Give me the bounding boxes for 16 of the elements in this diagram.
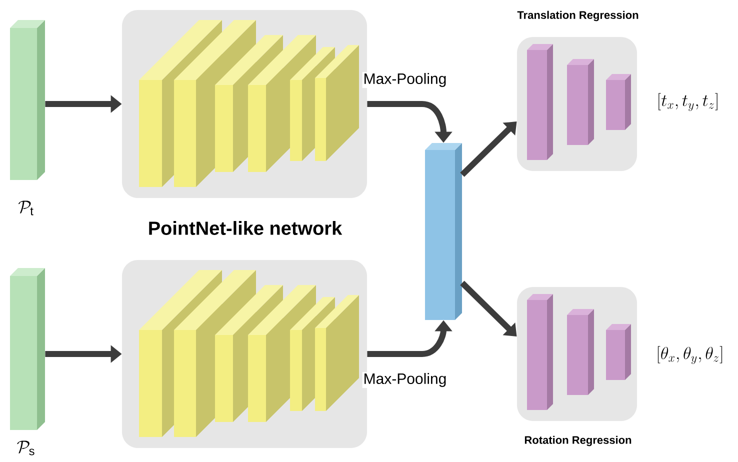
formula-label: $\mathcal{P}_{\mathrm{s}}$ xyxy=(17,440,34,456)
edge-label: Max-Pooling xyxy=(362,72,448,88)
bar-drawing xyxy=(10,20,45,180)
bar-drawing xyxy=(425,143,462,320)
arrow xyxy=(460,280,517,336)
formula-label: $[\theta_x,\theta_y,\theta_z]$ xyxy=(658,346,722,364)
edge-label: Max-Pooling xyxy=(362,372,448,388)
formula-label: $[t_x,t_y,t_z]$ xyxy=(658,93,718,112)
node-label: Translation Regression xyxy=(517,10,638,22)
formula-label: $\mathcal{P}_{\mathrm{t}}$ xyxy=(18,200,34,216)
bar-drawing xyxy=(10,268,45,430)
arrow xyxy=(460,122,517,177)
regression-block: Translation Regression xyxy=(517,10,638,171)
network-caption: PointNet-like network xyxy=(149,221,342,235)
regression-block: Rotation Regression xyxy=(517,287,637,446)
node-label: Rotation Regression xyxy=(524,436,632,446)
